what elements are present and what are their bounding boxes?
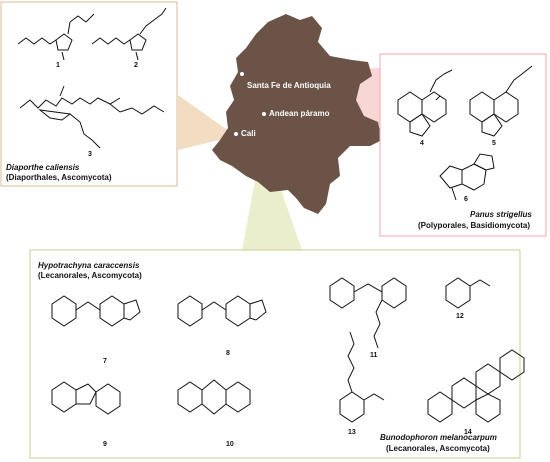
compound-label-10: 10 [226,441,234,448]
structure-6 [439,153,495,201]
taxonomy-bunodophoron: (Lecanorales, Ascomycota) [386,444,490,453]
city-label-cali: Cali [241,129,256,138]
compound-label-11: 11 [370,352,378,359]
city-label-andean-paramo: Andean páramo [269,109,330,118]
structure-1 [17,13,95,61]
species-diaporthe: Diaporthe caliensis [6,163,80,172]
compound-label-4: 4 [420,140,424,147]
compound-label-9: 9 [103,441,107,448]
compound-label-3: 3 [88,151,92,158]
structure-9 [51,381,121,415]
compound-label-8: 8 [226,350,230,357]
structure-4 [397,69,453,137]
taxonomy-hypotrachyna: (Lecanorales, Ascomycota) [38,271,142,280]
structure-7 [51,295,141,327]
species-panus: Panus strigellus [470,210,532,219]
structure-2 [91,7,167,61]
structure-13 [339,331,385,423]
compound-label-6: 6 [464,196,468,203]
structure-5 [469,65,533,137]
city-marker-santa-fe [240,72,244,76]
compound-label-13: 13 [348,429,356,436]
compound-label-12: 12 [456,313,464,320]
city-marker-andean-paramo [262,112,266,116]
panel-bottom-frame [29,249,521,459]
taxonomy-diaporthe: (Diaporthales, Ascomycota) [6,173,112,182]
city-label-santa-fe: Santa Fe de Antioquia [247,81,331,90]
species-hypotrachyna: Hypotrachyna caraccensis [38,261,140,270]
city-marker-cali [234,132,238,136]
compound-label-7: 7 [103,358,107,365]
compound-label-2: 2 [134,62,138,69]
compound-label-1: 1 [56,62,60,69]
beam-to-hypotrachyna [242,138,302,250]
compound-label-5: 5 [492,140,496,147]
structure-3 [19,85,165,149]
beam-to-diaporthe [178,95,236,150]
structure-14 [427,349,525,423]
structure-12 [445,277,491,309]
compound-label-14: 14 [464,429,472,436]
panel-panus-frame [379,53,547,237]
panel-diaporthe-frame [0,1,178,187]
structure-11 [329,277,407,349]
taxonomy-panus: (Polyporales, Basidiomycota) [418,221,531,230]
structure-8 [177,295,267,327]
colombia-map [212,14,382,214]
structure-10 [177,379,251,415]
species-bunodophoron: Bunodophoron melanocarpum [380,433,497,442]
